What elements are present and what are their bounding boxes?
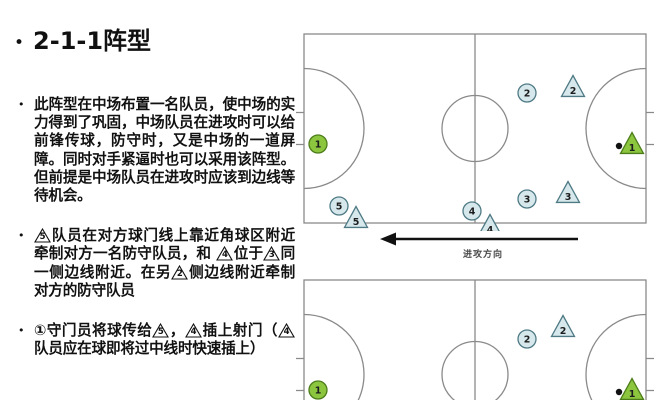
marker-circle-5: 5 — [329, 196, 349, 216]
text-column: • 2-1-1阵型 • 此阵型在中场布置一名队员，使中场的实力得到了巩固，中场队员… — [0, 0, 295, 400]
direction-arrow-label: 进攻方向 — [462, 250, 503, 260]
ball-icon — [615, 142, 623, 150]
marker-label: 4 — [487, 225, 494, 231]
marker-label: 4 — [469, 206, 476, 217]
penalty-arc-left — [303, 313, 365, 400]
title-bullet-icon: • — [14, 33, 25, 53]
marker-ball — [615, 142, 623, 150]
triangle-marker — [619, 377, 645, 400]
circle-marker — [308, 380, 328, 400]
marker-triangle-2: 2 — [560, 74, 586, 98]
marker-triangle-3: 3 — [555, 180, 581, 204]
marker-triangle-5: 5 — [343, 205, 369, 229]
inline-triangle-marker-4: 4 — [216, 246, 234, 261]
triangle-marker — [560, 74, 586, 98]
marker-label: 2 — [524, 334, 531, 345]
marker-circle-2: 2 — [517, 329, 537, 349]
inline-triangle-marker-2: 2 — [171, 264, 189, 280]
bullet-spacer — [14, 209, 295, 227]
inline-triangle-marker-5: 5 — [34, 228, 51, 243]
circle-marker — [308, 134, 328, 154]
marker-label: 1 — [315, 139, 322, 150]
marker-label: 1 — [629, 389, 636, 400]
bullet-item: • 此阵型在中场布置一名队员，使中场的实力得到了巩固，中场队员在进攻时可以给前锋传… — [14, 96, 295, 205]
inline-triangle-marker-4: 4 — [185, 323, 202, 338]
marker-label: 1 — [629, 143, 636, 154]
direction-arrow-block: 进攻方向 — [378, 230, 588, 266]
bullet-marker-icon: • — [18, 98, 25, 111]
marker-gk-circle-1: 1 — [308, 134, 328, 154]
marker-gk-circle-1: 1 — [308, 380, 328, 400]
circle-marker — [462, 201, 482, 221]
title-text: 2-1-1阵型 — [33, 27, 152, 55]
marker-gk-triangle-1: 1 — [619, 131, 645, 155]
marker-label: 5 — [353, 217, 360, 228]
penalty-arc-left — [303, 67, 365, 190]
marker-circle-2: 2 — [517, 83, 537, 103]
page-title: • 2-1-1阵型 — [14, 27, 289, 55]
marker-gk-triangle-1: 1 — [619, 377, 645, 400]
goal-right — [646, 357, 654, 392]
circle-marker — [517, 329, 537, 349]
centre-circle — [441, 94, 509, 163]
inline-triangle-marker-5: 5 — [152, 323, 170, 338]
marker-ball — [615, 388, 623, 396]
formation-diagram-bottom: 11224455 — [290, 268, 667, 400]
marker-label: 3 — [524, 194, 531, 205]
marker-label: 2 — [524, 88, 531, 99]
circle-marker — [329, 196, 349, 216]
marker-triangle-2: 2 — [550, 314, 576, 338]
goal-right — [646, 111, 654, 146]
bullet-text: 此阵型在中场布置一名队员，使中场的实力得到了巩固，中场队员在进攻时可以给前锋传球… — [34, 96, 295, 205]
triangle-marker — [343, 205, 369, 229]
triangle-marker — [555, 180, 581, 204]
inline-triangle-marker-3: 3 — [263, 246, 281, 261]
marker-label: 3 — [565, 192, 572, 203]
goal-left — [296, 357, 304, 392]
arrow-left-icon — [380, 232, 578, 246]
centre-circle — [441, 340, 509, 400]
triangle-marker — [480, 213, 500, 231]
marker-triangle-4: 4 — [480, 213, 500, 231]
bullet-list: • 此阵型在中场布置一名队员，使中场的实力得到了巩固，中场队员在进攻时可以给前锋传… — [14, 96, 295, 362]
marker-circle-4: 4 — [462, 201, 482, 221]
pitch-top-svg: 1 1 2 2 3 3 4 4 55 — [296, 33, 654, 231]
pitch-bottom-svg: 11224455 — [296, 279, 654, 400]
marker-label: 1 — [315, 385, 322, 396]
inline-triangle-marker-4: 4 — [278, 323, 295, 338]
triangle-marker — [550, 314, 576, 338]
circle-marker — [517, 83, 537, 103]
marker-label: 2 — [560, 326, 567, 337]
triangle-marker — [619, 131, 645, 155]
marker-circle-3: 3 — [517, 189, 537, 209]
bullet-marker-icon: • — [18, 229, 25, 243]
penalty-arc-right — [585, 313, 647, 400]
marker-label: 2 — [570, 86, 577, 97]
ball-icon — [615, 388, 623, 396]
goal-left — [296, 111, 304, 146]
circle-marker — [517, 189, 537, 209]
bullet-spacer — [14, 304, 295, 322]
penalty-arc-right — [585, 67, 647, 190]
marker-label: 5 — [336, 201, 343, 212]
bullet-marker-icon: • — [18, 324, 25, 338]
